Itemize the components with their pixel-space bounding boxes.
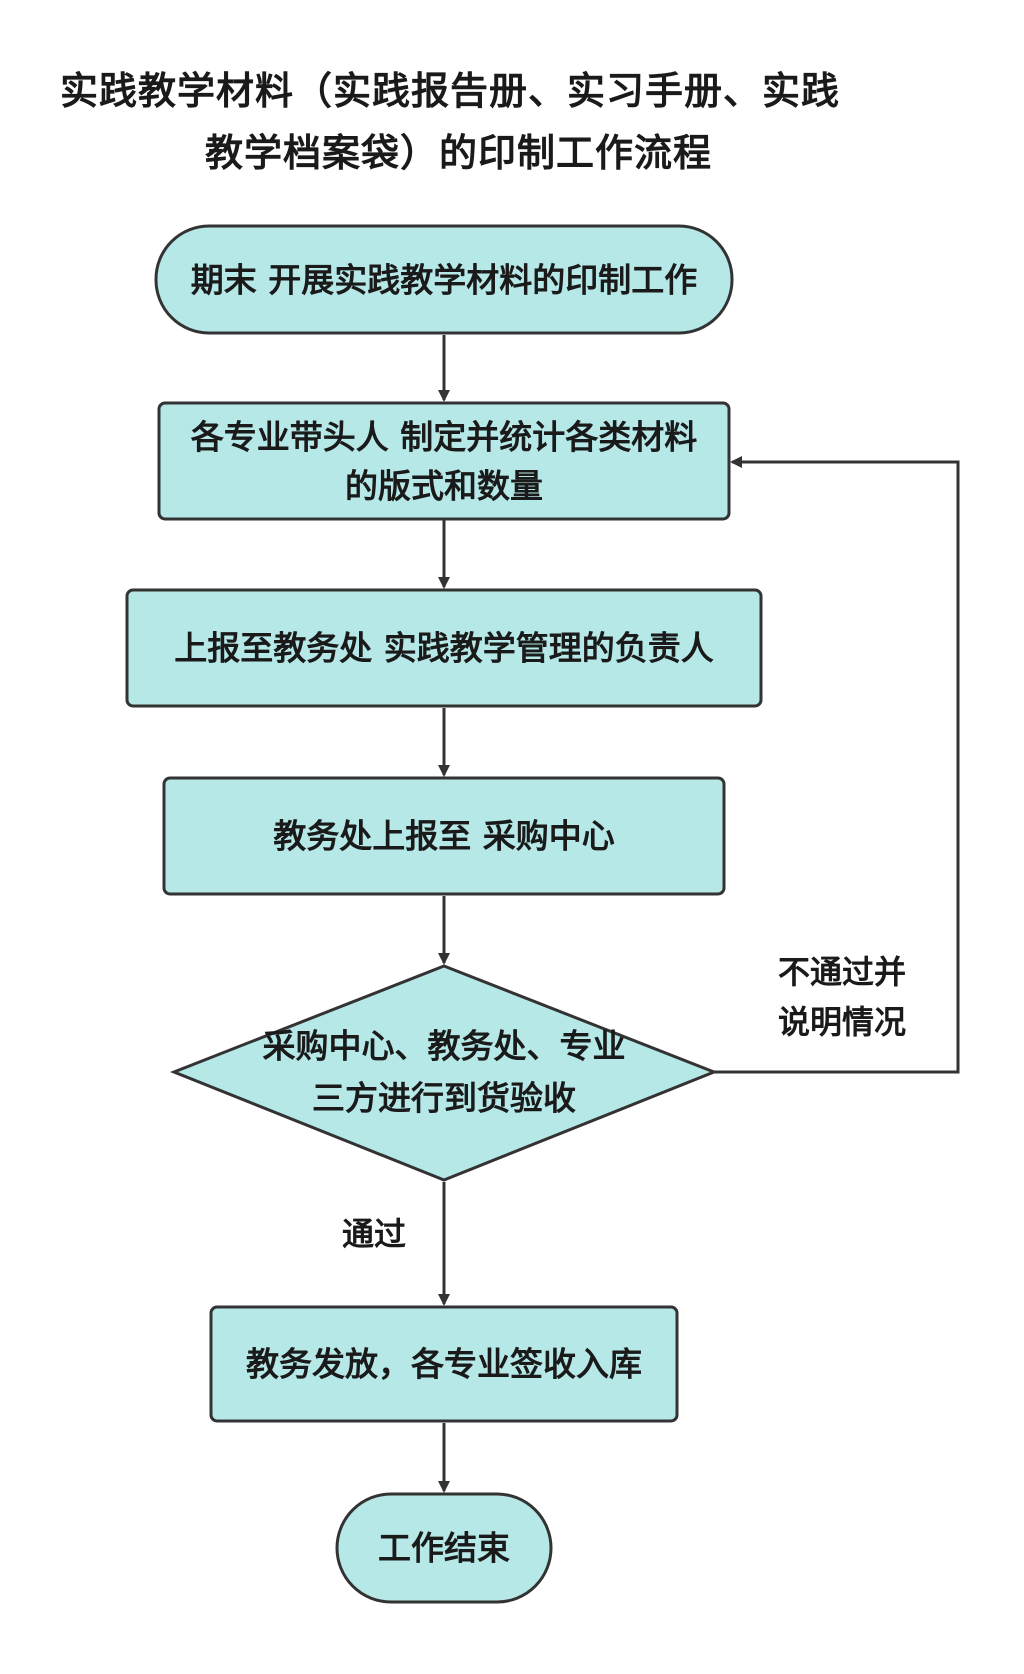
node-start-label: 期末 开展实践教学材料的印制工作 — [191, 261, 698, 300]
diagram-title-line2: 教学档案袋）的印制工作流程 — [205, 131, 713, 175]
node-step4-label: 教务发放，各专业签收入库 — [246, 1345, 642, 1384]
edge-label-fail-line1: 不通过并 — [778, 953, 906, 991]
node-decision-label-line2: 三方进行到货验收 — [312, 1079, 576, 1118]
node-step1 — [157, 401, 731, 521]
node-step2 — [125, 588, 763, 708]
node-step4 — [209, 1305, 679, 1423]
node-end-label: 工作结束 — [378, 1529, 510, 1568]
connector-decision-loop-back — [714, 456, 960, 1074]
node-decision-label-line1: 采购中心、教务处、专业 — [263, 1027, 626, 1066]
node-step3 — [162, 776, 726, 896]
node-step1-label-line1: 各专业带头人 制定并统计各类材料 — [190, 418, 698, 457]
diagram-title-line1: 实践教学材料（实践报告册、实习手册、实践 — [60, 69, 841, 113]
node-start — [154, 224, 734, 335]
edge-label-fail-line2: 说明情况 — [778, 1003, 906, 1041]
node-decision — [169, 964, 719, 1182]
node-step1-label-line2: 的版式和数量 — [345, 467, 543, 506]
node-end — [335, 1492, 553, 1604]
diagram-title: 实践教学材料（实践报告册、实习手册、实践 教学档案袋）的印制工作流程 — [60, 60, 860, 184]
edge-label-pass: 通过 — [342, 1215, 406, 1253]
node-step3-label: 教务处上报至 采购中心 — [273, 817, 615, 856]
node-step2-label: 上报至教务处 实践教学管理的负责人 — [174, 629, 714, 668]
